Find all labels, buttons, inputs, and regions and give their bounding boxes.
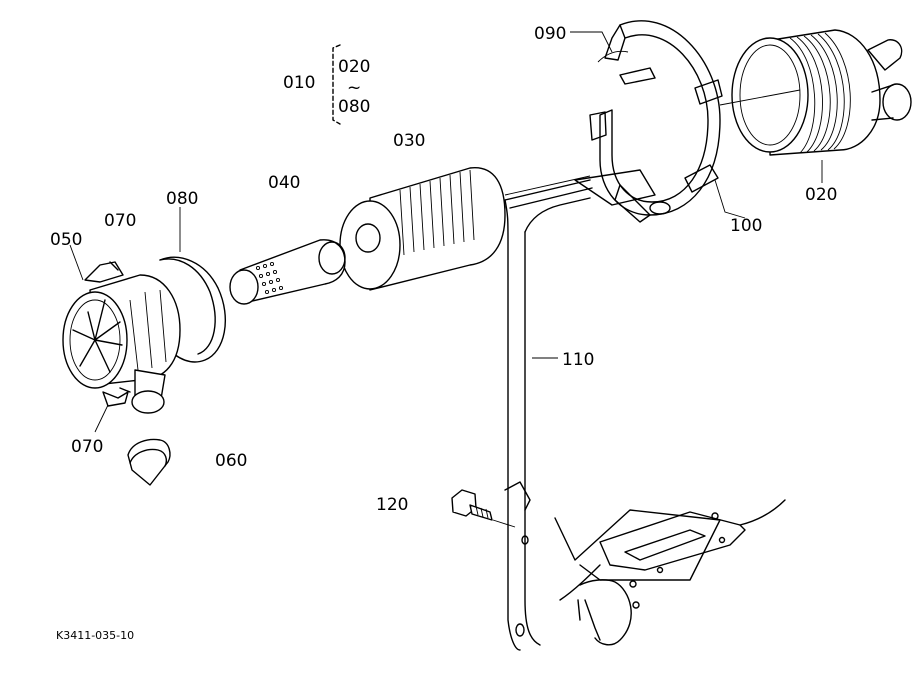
label-090: 090 [534, 24, 566, 44]
label-070-bottom: 070 [71, 437, 103, 457]
part-030-filter-element [339, 167, 591, 291]
part-110-bracket [504, 179, 593, 651]
perforation-dots [255, 261, 284, 295]
part-090-100-band-clamp [574, 20, 723, 223]
label-070-top: 070 [104, 211, 136, 231]
label-030: 030 [393, 131, 425, 151]
leader-lines [69, 31, 823, 433]
part-050-end-cover [62, 261, 181, 414]
part-020-housing [719, 29, 912, 156]
label-010-range-sep: ~ [347, 78, 361, 98]
part-120-bolt [451, 489, 516, 528]
mounting-plate [554, 499, 786, 646]
part-060-valve [127, 438, 171, 486]
label-010-range-end: 080 [338, 97, 370, 117]
part-040-inner-element [229, 239, 346, 305]
drawing-code: K3411-035-10 [56, 629, 134, 642]
label-050: 050 [50, 230, 82, 250]
label-100: 100 [730, 216, 762, 236]
label-110: 110 [562, 350, 594, 370]
label-080: 080 [166, 189, 198, 209]
label-060: 060 [215, 451, 247, 471]
label-010-range-start: 020 [338, 57, 370, 77]
label-120: 120 [376, 495, 408, 515]
label-010: 010 [283, 73, 315, 93]
label-040: 040 [268, 173, 300, 193]
label-020: 020 [805, 185, 837, 205]
